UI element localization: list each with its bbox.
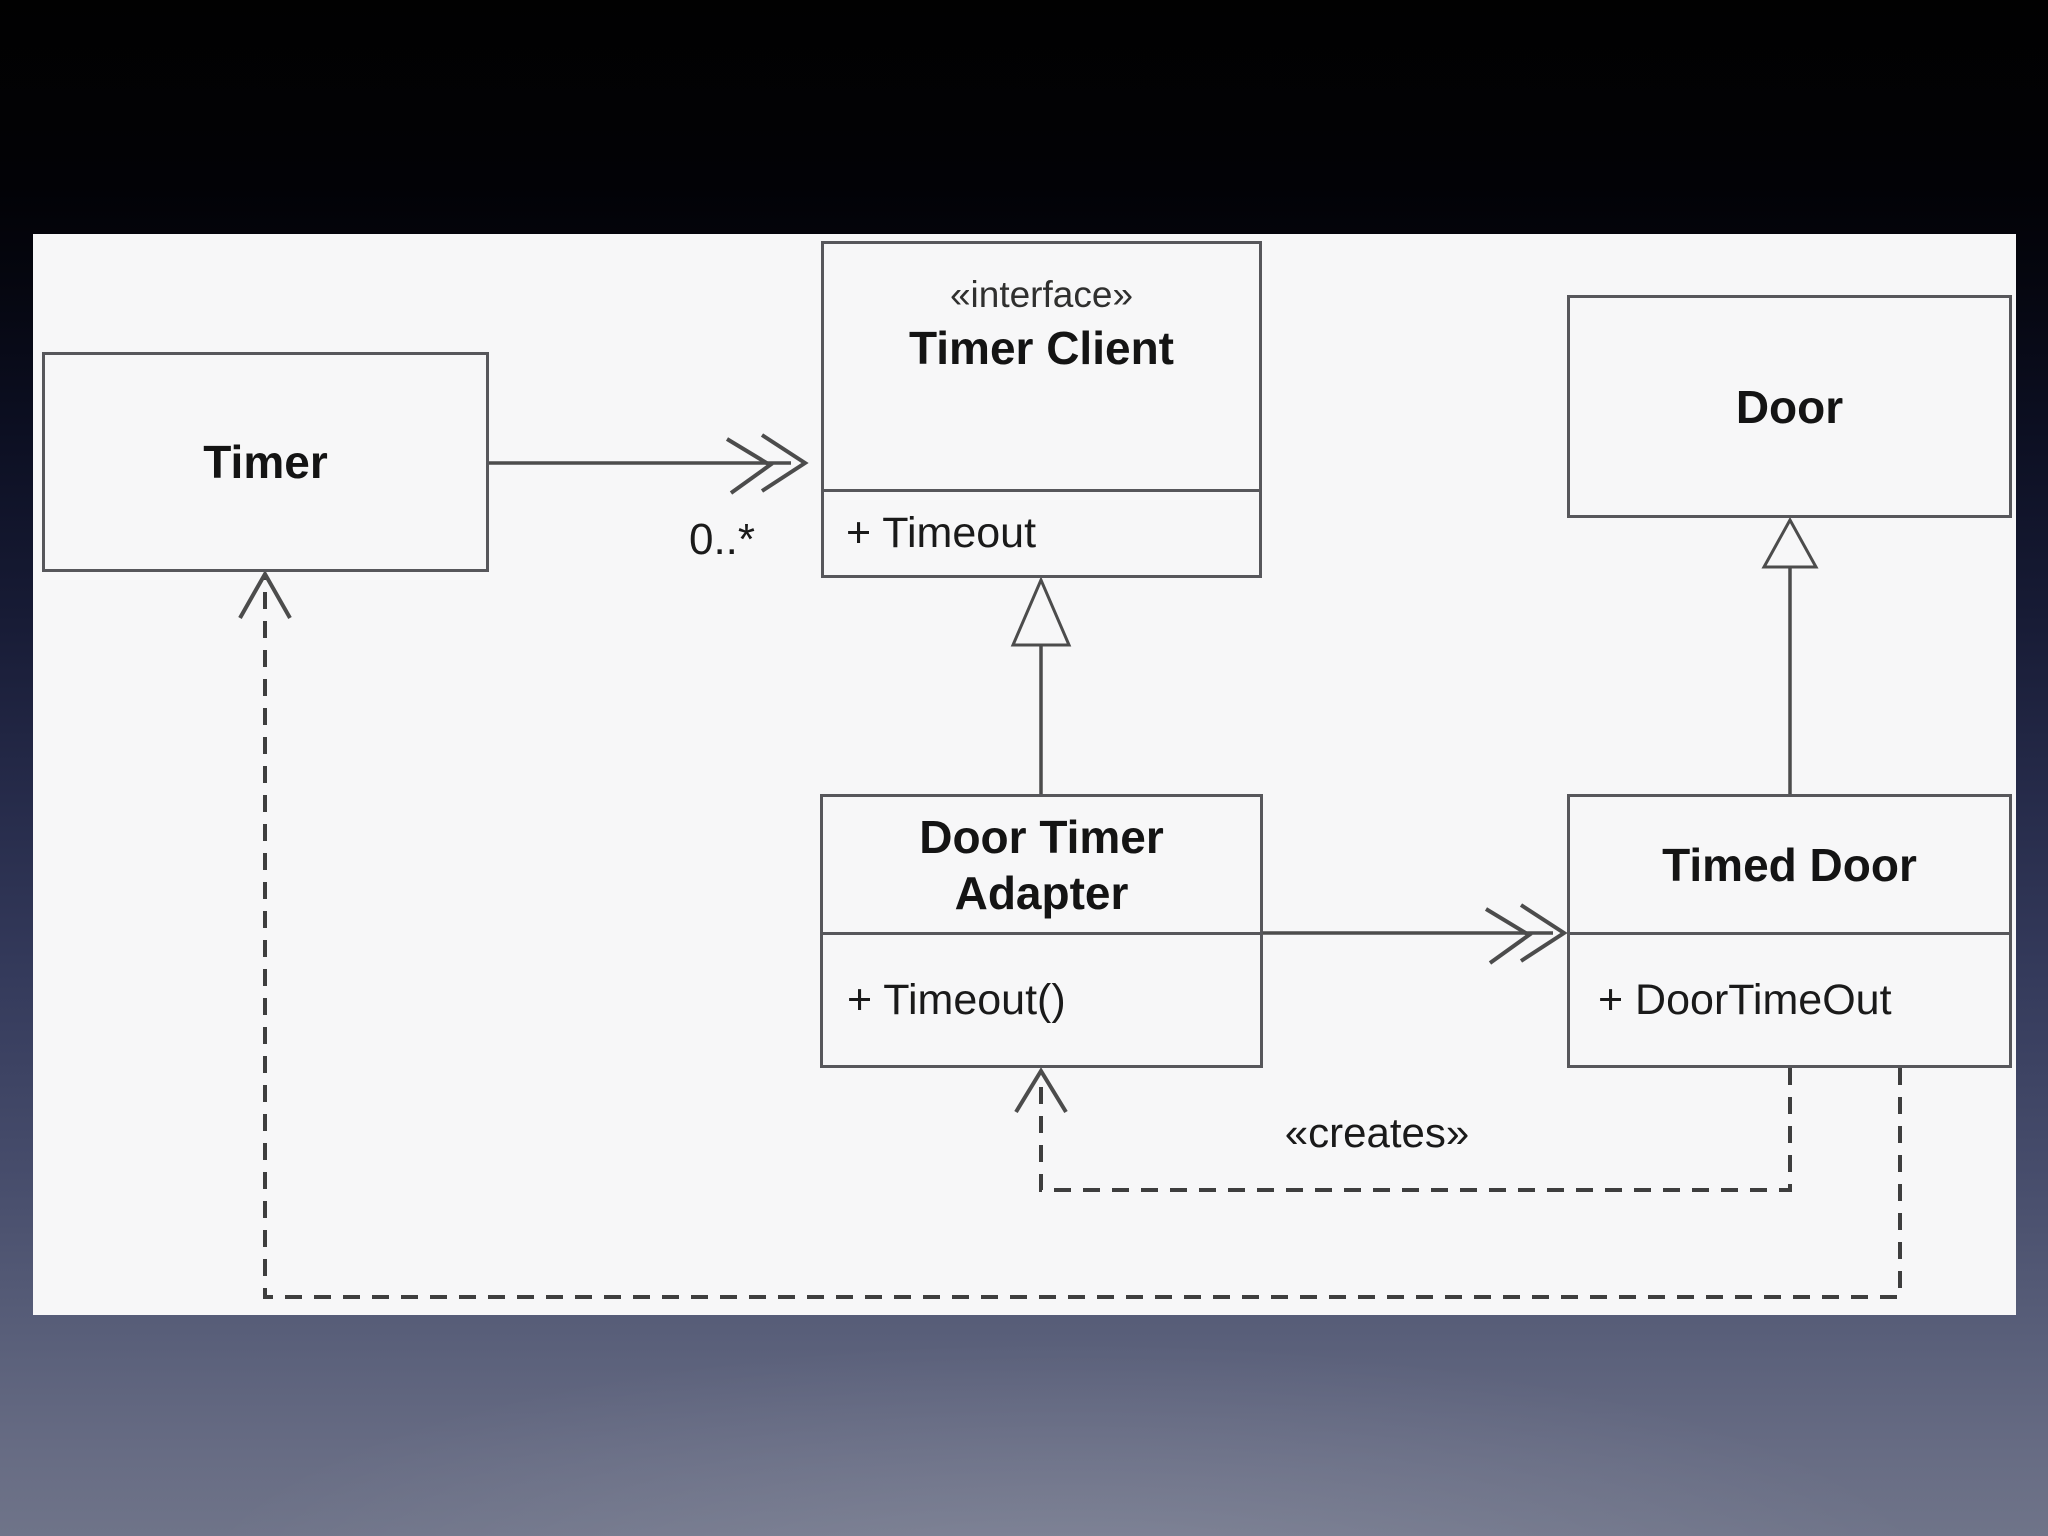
open-arrowhead-icon [1519,903,1568,963]
uml-class-timed-door: Timed Door + DoorTimeOut [1567,794,2012,1068]
dependency-timeddoor-to-timer [238,569,1902,1299]
class-title-compartment: Timed Door [1570,797,2009,932]
class-attributes-compartment: + Timeout() [823,932,1260,1065]
dependency-creates-timeddoor-to-adapter [1014,1067,1792,1192]
multiplicity-label: 0..* [688,515,756,564]
class-title-compartment: «interface» Timer Client [824,244,1259,489]
open-arrowhead-icon [1014,1067,1068,1114]
attribute-timeout: + Timeout [846,509,1037,557]
class-name: Timer [203,436,328,488]
class-title-compartment: Door Timer Adapter [823,797,1260,932]
uml-class-door: Door [1567,295,2012,518]
association-timer-to-timerclient [489,433,809,495]
generalization-timeddoor-to-door [1761,516,1819,794]
uml-diagram-panel: Timer «interface» Timer Client + Timeout… [33,234,2016,1315]
stereotype-label: «interface» [949,274,1134,315]
open-arrowhead-icon [238,569,292,619]
attribute-timeout-method: + Timeout() [847,975,1066,1024]
hollow-triangle-arrowhead-icon [1010,576,1072,647]
open-arrowhead-icon [725,437,774,495]
class-title-compartment: Timer [45,355,486,569]
open-arrowhead-icon [760,433,809,493]
class-attributes-compartment: + DoorTimeOut [1570,932,2009,1065]
class-name: Door [1735,380,1844,433]
hollow-triangle-arrowhead-icon [1761,516,1819,569]
open-arrowhead-icon [1484,907,1533,965]
class-attributes-compartment: + Timeout [824,489,1259,575]
association-adapter-to-timeddoor [1263,903,1568,965]
class-name: Timer Client [909,322,1174,374]
uml-connectors-layer [238,433,1902,1299]
attribute-doortimeout: + DoorTimeOut [1598,975,1892,1024]
uml-class-door-timer-adapter: Door Timer Adapter + Timeout() [820,794,1263,1068]
class-name: Door Timer Adapter [919,810,1164,919]
realization-adapter-to-timerclient [1010,576,1072,794]
uml-class-timer: Timer [42,352,489,572]
creates-stereotype-label: «creates» [1284,1109,1470,1156]
class-title-compartment: Door [1570,298,2009,515]
class-name: Timed Door [1662,838,1917,891]
uml-class-timer-client: «interface» Timer Client + Timeout [821,241,1262,578]
